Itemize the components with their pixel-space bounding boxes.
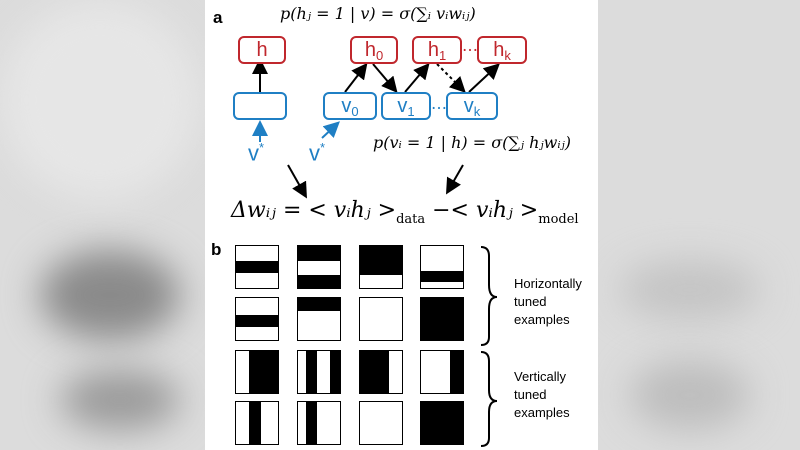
filter-bar xyxy=(360,246,402,275)
filter-bar xyxy=(306,402,317,444)
vstar-sup: * xyxy=(259,140,265,155)
node-sub: 1 xyxy=(407,104,415,119)
arrow-v0-h0 xyxy=(344,62,368,93)
filter-cell xyxy=(359,401,403,445)
hidden-node-h1: h1 xyxy=(412,36,462,64)
hidden-node-label: h xyxy=(256,39,268,61)
filter-cell xyxy=(420,350,464,394)
rbm-arrows xyxy=(252,58,500,447)
visible-node-vk: vk xyxy=(446,92,498,120)
node-base: h xyxy=(364,39,376,61)
background-blur xyxy=(60,370,180,430)
vstar-right: v* xyxy=(309,140,325,166)
arrow-vstar-right xyxy=(321,121,340,139)
update-term-data: Δwᵢⱼ = < vᵢhⱼ > xyxy=(231,198,397,223)
node-base: v xyxy=(463,95,474,117)
arrow-h0-v1 xyxy=(372,63,398,94)
hidden-node-h0: h0 xyxy=(350,36,398,64)
vstar-sup: * xyxy=(320,140,326,155)
filter-bar xyxy=(306,351,317,393)
equation-hidden-given-visible: p(hⱼ = 1 | v) = σ(∑ᵢ vᵢwᵢⱼ) xyxy=(280,4,476,23)
caption-horizontal: Horizontally tuned examples xyxy=(514,276,582,327)
panel-label-b: b xyxy=(211,240,222,259)
filter-cell xyxy=(235,350,279,394)
filter-bar xyxy=(236,260,278,274)
filter-cell xyxy=(297,401,341,445)
node-base: h xyxy=(493,39,505,61)
vstar-base: v xyxy=(248,140,259,166)
filter-cell xyxy=(235,401,279,445)
filter-bar xyxy=(248,402,262,444)
filter-bar xyxy=(360,351,390,393)
filter-bar xyxy=(298,274,340,288)
node-sub: k xyxy=(473,104,481,119)
filter-cell xyxy=(297,297,341,341)
arrow-to-update-left xyxy=(287,164,307,199)
hidden-node-hk: hk xyxy=(477,36,527,64)
arrow-v1-h1 xyxy=(404,62,430,93)
update-sub-data: data xyxy=(396,212,426,227)
ellipsis-hidden: … xyxy=(462,36,478,55)
node-sub: k xyxy=(504,48,511,63)
node-sub: 1 xyxy=(438,48,447,63)
filter-bar xyxy=(298,246,340,261)
visible-node-v1: v1 xyxy=(381,92,431,120)
filter-bar xyxy=(248,351,278,393)
background-blur xyxy=(620,260,760,320)
filter-cell xyxy=(359,297,403,341)
background-blur xyxy=(630,360,750,430)
hidden-node-single: h xyxy=(238,36,286,64)
filter-bar xyxy=(421,402,463,444)
node-base: v xyxy=(341,95,352,117)
filter-cell xyxy=(235,245,279,289)
node-sub: 0 xyxy=(351,104,359,119)
arrow-h1-vk xyxy=(436,63,466,93)
node-base: h xyxy=(427,39,439,61)
vstar-left: v* xyxy=(248,140,264,166)
ellipsis-visible: … xyxy=(431,94,447,113)
equation-visible-given-hidden: p(vᵢ = 1 | h) = σ(∑ⱼ hⱼwᵢⱼ) xyxy=(373,133,571,152)
filter-cell xyxy=(359,350,403,394)
bracket-vertical xyxy=(480,351,498,447)
background-blur xyxy=(0,0,200,200)
arrow-to-update-right xyxy=(446,164,464,195)
filter-cell xyxy=(420,401,464,445)
filter-cell xyxy=(297,350,341,394)
figure-panel: a p(hⱼ = 1 | v) = σ(∑ᵢ vᵢwᵢⱼ) p(vᵢ = 1 |… xyxy=(205,0,598,450)
node-sub: 0 xyxy=(375,48,384,63)
background-blur xyxy=(40,250,180,340)
bracket-horizontal xyxy=(480,246,498,346)
filter-bar xyxy=(236,314,278,327)
filter-bar xyxy=(450,351,463,393)
node-base: v xyxy=(397,95,408,117)
filter-cell xyxy=(297,245,341,289)
filter-cell xyxy=(235,297,279,341)
filter-cell xyxy=(420,297,464,341)
filter-bar xyxy=(421,271,463,282)
filter-cell xyxy=(420,245,464,289)
filter-bar xyxy=(421,298,463,340)
update-term-model: −< vᵢhⱼ > xyxy=(425,198,539,223)
visible-node-v0: v0 xyxy=(323,92,377,120)
equation-weight-update: Δwᵢⱼ = < vᵢhⱼ >data −< vᵢhⱼ >model xyxy=(231,198,579,227)
filter-cell xyxy=(359,245,403,289)
arrow-vk-hk xyxy=(468,63,500,93)
panel-label-a: a xyxy=(213,8,223,27)
visible-node-single xyxy=(233,92,287,120)
filter-bar xyxy=(329,351,340,393)
caption-vertical: Vertically tuned examples xyxy=(514,369,570,420)
vstar-base: v xyxy=(309,140,320,166)
filter-bar xyxy=(298,298,340,311)
update-sub-model: model xyxy=(538,212,579,227)
